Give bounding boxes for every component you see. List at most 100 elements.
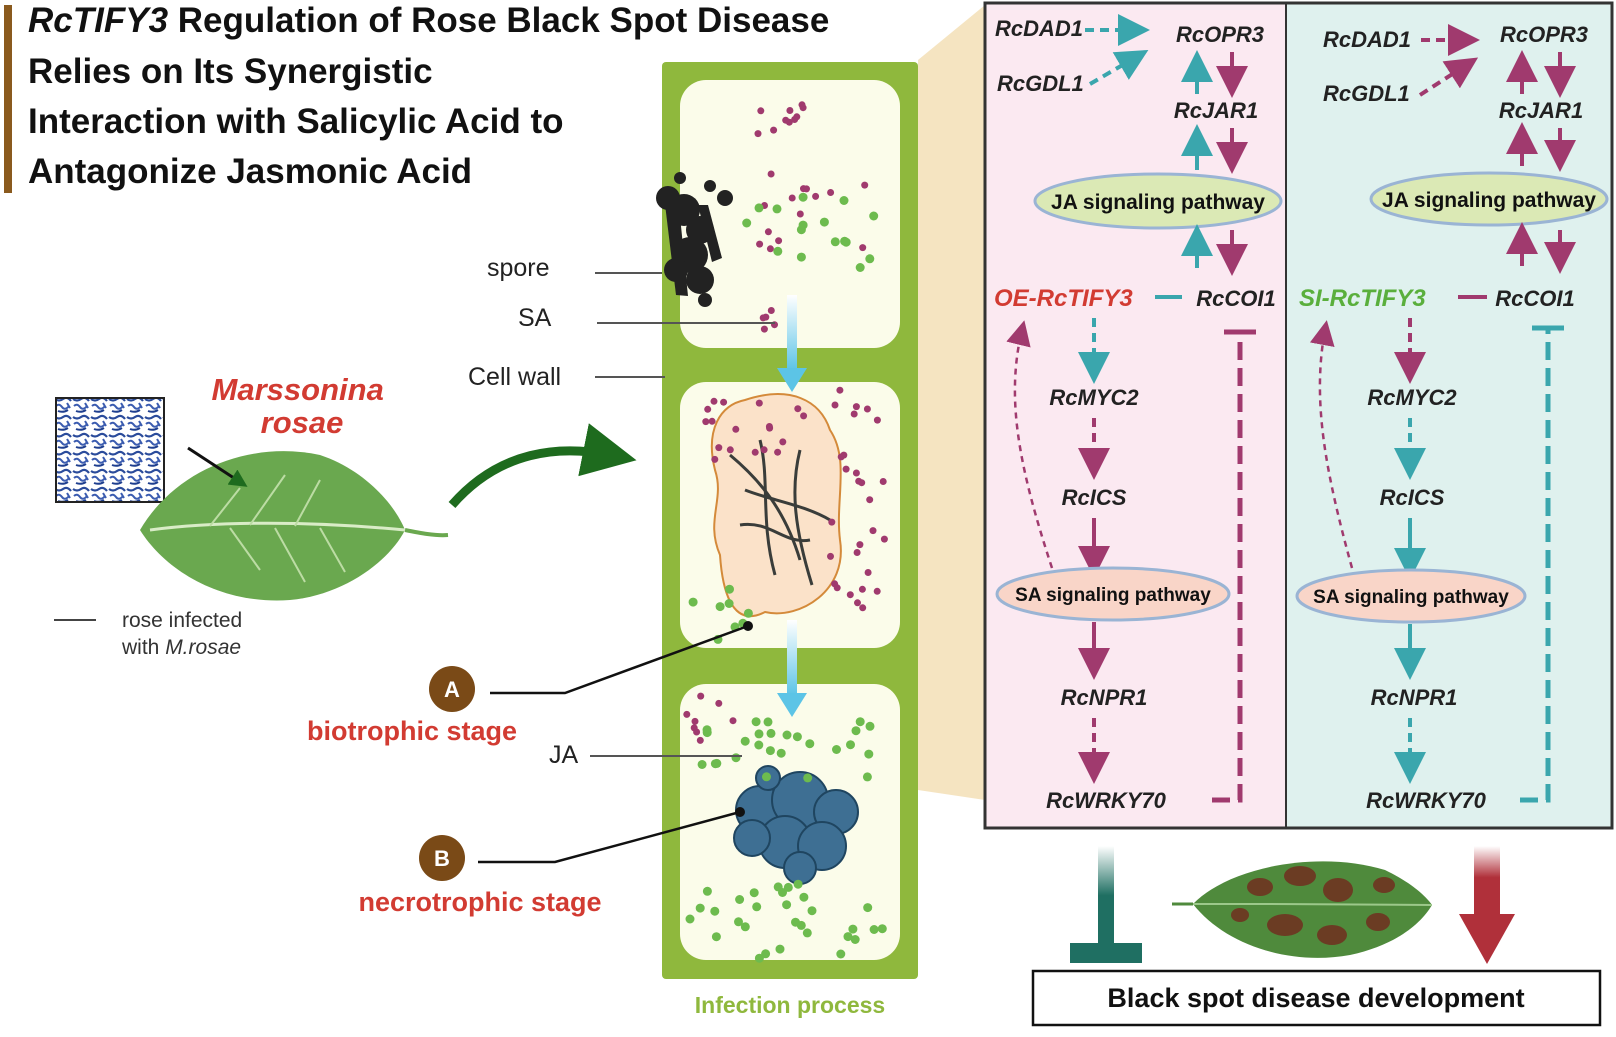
sa-dot [846,591,854,599]
pathogen-name: Marssonina rosae [212,372,393,440]
ja-dot [855,263,865,272]
sa-dot [696,736,704,744]
ja-dot [740,736,750,746]
ja-dot [791,917,800,927]
sa-dot [715,699,723,707]
stage-a-label: biotrophic stage [307,716,517,746]
right-jar1: RcJAR1 [1499,98,1583,123]
ja-dot [742,218,752,228]
spore-cluster [656,172,733,307]
right-wrky70-inhibits-coi1 [1520,328,1551,803]
sa-dot [858,479,866,487]
black-spot-leaf [1172,861,1433,958]
right-coi1: RcCOI1 [1495,286,1574,311]
sa-label: SA [518,304,552,332]
leaf-caption: rose infected with M.rosae [121,609,248,659]
inset-pointer-arrow [187,446,248,487]
right-sa-feedback-arrow [1309,320,1354,569]
sa-dot [842,465,850,473]
ja-dot [850,935,860,944]
sa-dot [756,240,764,248]
ja-dot [848,924,858,934]
sa-dot [864,569,872,576]
left-jar1: RcJAR1 [1174,98,1258,123]
ja-dot [840,236,850,246]
left-pathway: RcDAD1 RcGDL1 RcOPR3 RcJAR1 JA signaling… [994,14,1283,813]
sa-dot [720,398,728,406]
ja-dot [734,917,743,927]
pathogen-name-line2: rosae [261,405,344,440]
ja-dot [710,906,720,916]
right-tify3: SI-RcTIFY3 [1299,285,1426,312]
ja-dot [863,903,873,913]
sa-dot [779,438,787,446]
sa-dot [833,584,841,592]
left-opr3: RcOPR3 [1176,22,1264,47]
ja-dot [724,599,734,608]
sa-dot [729,717,737,725]
stage-b-dot [735,807,745,817]
sa-dot [827,552,834,560]
signal-dots [683,101,888,963]
sa-dot [751,448,759,456]
ja-dot [846,740,855,750]
stage-a-leader [490,624,749,695]
right-ja-pathway: JA signaling pathway [1382,189,1596,212]
sa-dot [760,325,768,333]
sa-dot [755,399,763,407]
right-sa-pathway: SA signaling pathway [1313,587,1509,608]
to-cell-arrow [448,423,637,508]
sa-dot [710,397,718,405]
sa-dot [869,527,877,535]
left-wrky70: RcWRKY70 [1046,788,1167,813]
sa-dot [852,403,860,411]
ja-dot [776,748,786,758]
ja-dot [688,597,698,607]
sa-dot [863,405,871,413]
ja-dot [830,237,840,247]
necrotrophic-mass [733,765,859,885]
title-line1-rest: Regulation of Rose Black Spot Disease [168,1,829,40]
left-sa-pathway-oval [995,566,1231,622]
ja-dot [765,746,775,756]
left-wrky70-inhibits-coi1 [1212,332,1243,803]
sa-dot [852,469,860,477]
stage-b-leader [478,810,741,864]
left-coi1: RcCOI1 [1196,286,1275,311]
left-ics: RcICS [1062,485,1127,510]
sa-dot [754,130,762,138]
sa-dot [853,549,861,556]
ja-dot [775,944,785,954]
right-gdl1-arrow [1418,57,1479,97]
zoom-connector [918,5,985,800]
ja-dot [796,252,806,262]
ja-dot [792,732,802,742]
ja-dot [807,906,817,916]
cell-upper [680,80,900,348]
ja-dot [793,879,803,889]
ja-dot [782,900,792,910]
sa-dot [764,228,772,236]
infection-process-label: Infection process [695,992,885,1018]
ja-dot [805,739,815,749]
sa-dot [691,717,699,725]
title-accent-bar [4,5,12,193]
sa-dot [831,401,839,409]
ja-dot [855,717,865,727]
ja-dot [702,886,712,896]
title-line2: Relies on Its Synergistic [28,52,433,91]
sa-dot [702,418,710,426]
sa-dot [800,412,808,420]
outcome-label: Black spot disease development [1107,983,1524,1013]
ja-dot [715,602,725,612]
title-line1-italic: RcTIFY3 [28,1,169,40]
sa-dot [836,386,844,394]
sa-dot [859,604,867,612]
sa-dot [766,424,774,432]
sa-dot [794,405,802,413]
ja-dot [798,220,808,230]
ja-dot [754,740,764,750]
sa-dot [837,453,845,461]
ja-dot [783,882,793,892]
ja-dot [851,726,861,736]
